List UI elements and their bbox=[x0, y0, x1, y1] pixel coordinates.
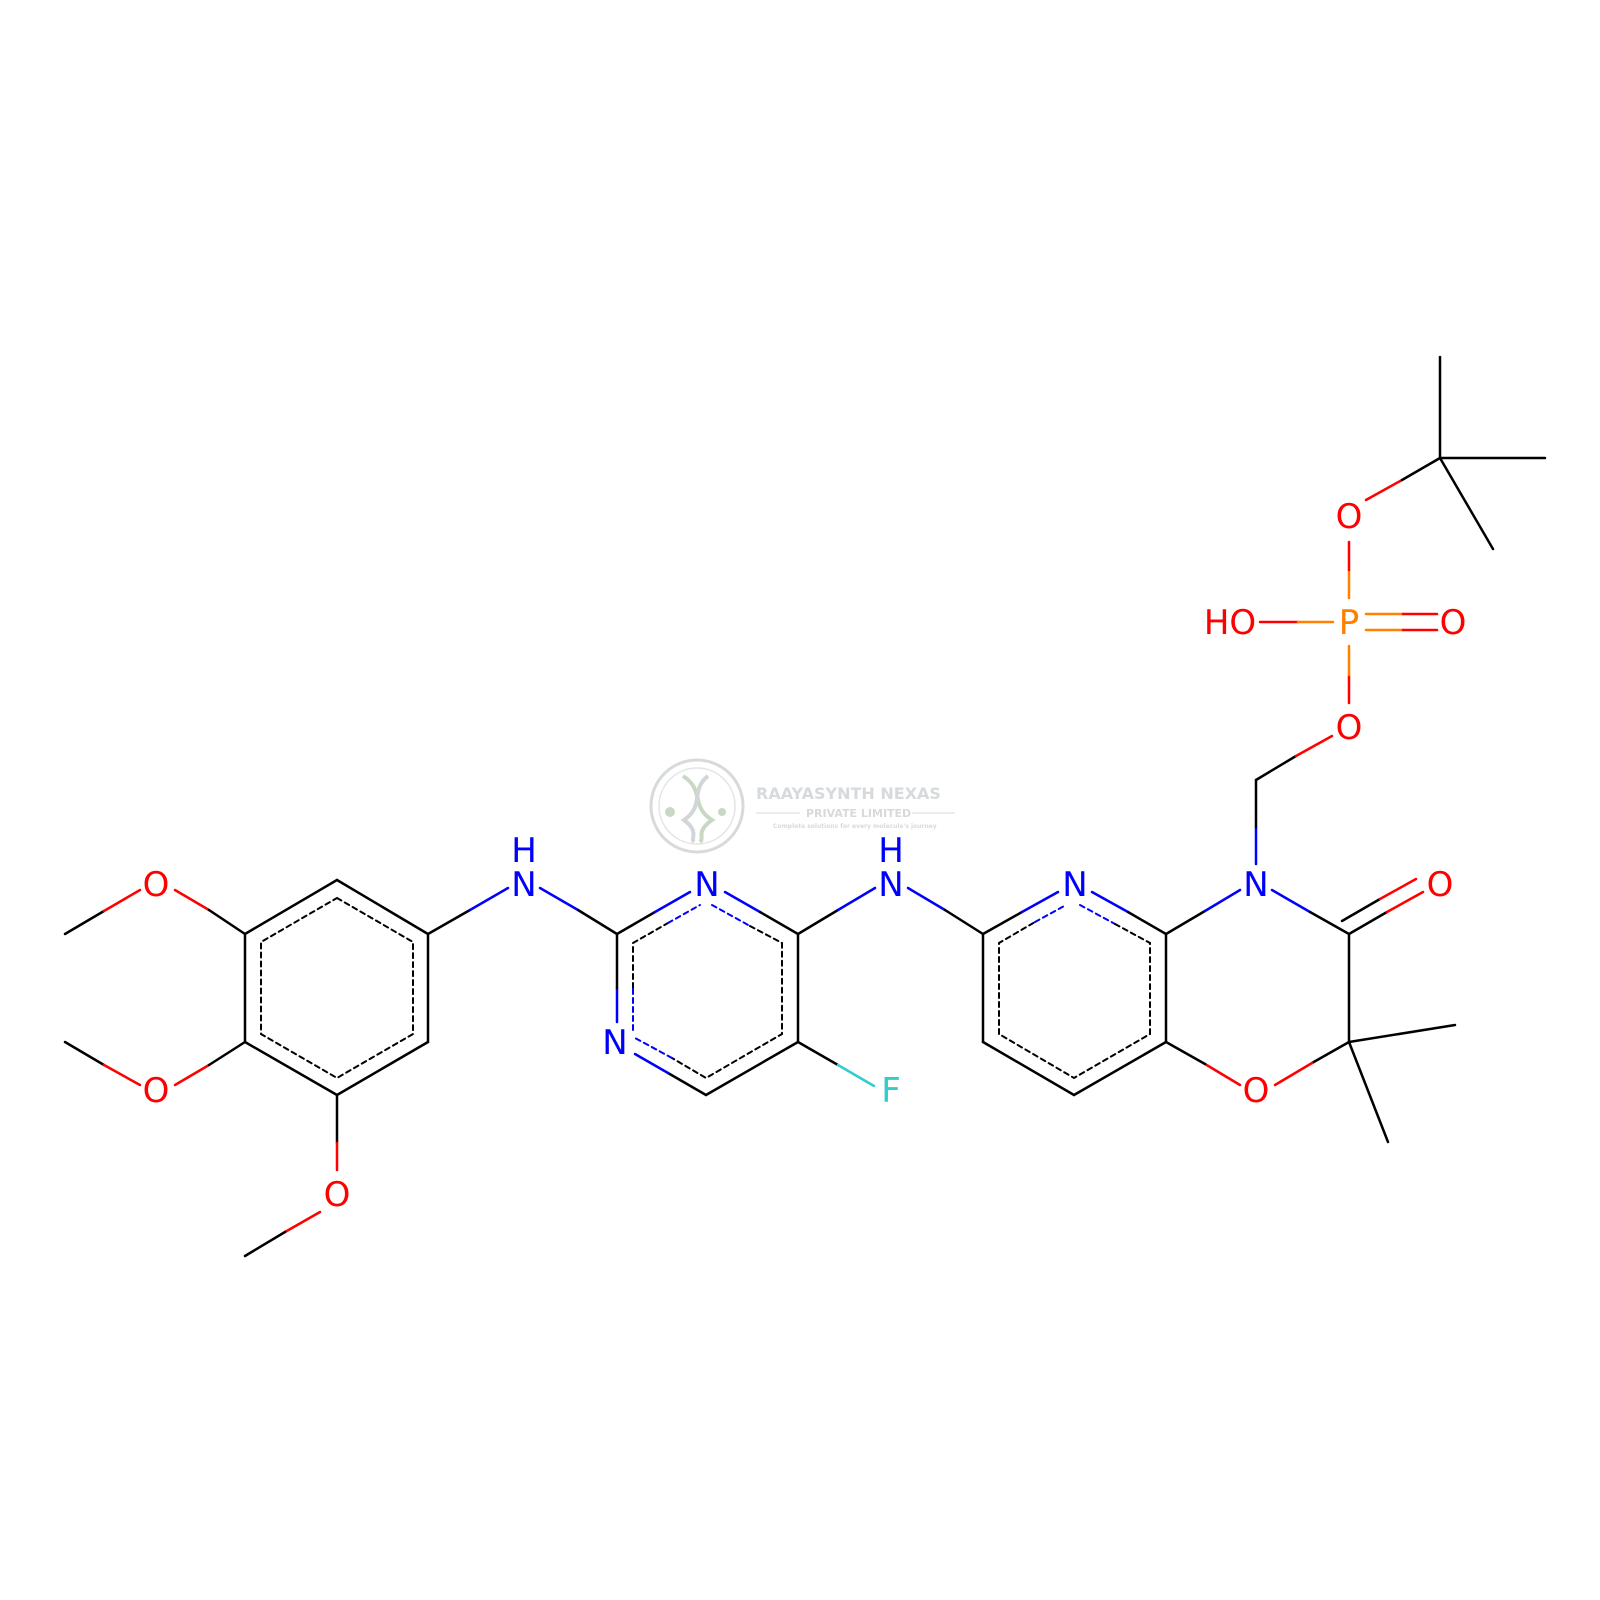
pyr-C2-N3 bbox=[615, 910, 657, 936]
pyd-aromatic-inner-a bbox=[998, 921, 1036, 1035]
bond-fused-N-blue bbox=[1203, 888, 1242, 913]
pyr-N3-C4-black bbox=[758, 910, 800, 936]
bond-NH-left-pyrimidine-black bbox=[576, 908, 619, 936]
bond-O-mid-ring-black bbox=[207, 1040, 247, 1067]
pyr-aromatic-inner-c bbox=[671, 925, 783, 1080]
bond-O-mid-ring bbox=[173, 1063, 211, 1087]
atom-ring-N: N bbox=[1243, 865, 1268, 905]
benzene-aromatic-inner bbox=[260, 896, 414, 1080]
bond-ring-NH-left-blue bbox=[468, 886, 510, 912]
bond-methyl-O-mid bbox=[63, 1040, 106, 1067]
atom-NH-left-H: H bbox=[511, 831, 537, 871]
benzene-bond-6 bbox=[243, 878, 339, 936]
atom-labels: O O O H N N N H N F N N O O O P HO O O bbox=[143, 497, 1467, 1215]
bond-NH-left-pyrimidine bbox=[538, 886, 580, 912]
bond-methyl-O-top bbox=[63, 909, 106, 936]
atom-fluorine: F bbox=[881, 1071, 901, 1111]
atom-pyrimidine-N-top: N bbox=[694, 865, 719, 905]
bond-O-tBu bbox=[1400, 456, 1442, 482]
atom-tBu-O: O bbox=[1336, 497, 1363, 537]
bond-O-top-ring bbox=[173, 888, 211, 912]
bond-NH-mid-pyridine-black bbox=[943, 908, 985, 936]
pyr-C6-N1 bbox=[666, 1071, 708, 1097]
bond-CH2-O-red bbox=[1294, 734, 1334, 758]
benzene-bond-4 bbox=[243, 1040, 339, 1097]
bonds bbox=[63, 355, 1547, 1258]
bond-C4-NH-mid-blue bbox=[836, 886, 877, 912]
atom-phosphoryl-O: O bbox=[1440, 603, 1467, 643]
bond-methyl-O-mid-red bbox=[102, 1063, 142, 1087]
bond-tBu-methyl-down bbox=[1438, 456, 1495, 551]
bond-quatC-O bbox=[1310, 1040, 1351, 1065]
benzene-bond-3 bbox=[335, 1040, 430, 1097]
pyr-C6-N1-blue bbox=[633, 1052, 670, 1075]
bond-N-carbonylC-black bbox=[1308, 910, 1351, 936]
benzene-bond-1 bbox=[335, 878, 430, 936]
atom-carbonyl-O: O bbox=[1427, 865, 1454, 905]
pyd-aromatic-inner-b bbox=[998, 923, 1151, 1080]
atom-NH-mid-N: N bbox=[878, 865, 903, 905]
bond-methyl-O-top-red bbox=[102, 888, 142, 913]
bond-carbonyl-1 bbox=[1347, 910, 1389, 936]
bond-ring-NH-left bbox=[426, 908, 472, 936]
atom-NH-left-N: N bbox=[511, 865, 536, 905]
watermark: RAAYASYNTH NEXAS PRIVATE LIMITED Complet… bbox=[649, 758, 955, 854]
bond-carbonyl-1-red bbox=[1385, 890, 1425, 914]
atom-pyridine-N: N bbox=[1062, 865, 1087, 905]
pyr-aromatic-inner-a bbox=[632, 922, 669, 989]
pyd-C-N-blue bbox=[1020, 890, 1060, 914]
bond-fused-N bbox=[1164, 909, 1207, 936]
bond-carbonyl-2-red bbox=[1378, 877, 1418, 901]
bond-O-bottom-methyl bbox=[283, 1210, 322, 1234]
pyd-N-C bbox=[1090, 890, 1130, 914]
pyr-aromatic-inner-blue-a bbox=[667, 904, 701, 924]
watermark-title: RAAYASYNTH NEXAS bbox=[756, 784, 941, 803]
pyd-N-C-black bbox=[1126, 910, 1168, 936]
atom-O-methoxy-mid: O bbox=[143, 1071, 170, 1111]
pyr-aromatic-inner-blue-b bbox=[711, 904, 751, 927]
bond-CH2-O bbox=[1254, 754, 1298, 782]
pyr-C5-C6 bbox=[704, 1040, 800, 1097]
pyd-C-C-bottom bbox=[981, 1040, 1076, 1097]
watermark-tagline: Complete solutions for every molecule's … bbox=[773, 823, 937, 830]
bond-O-fused-red bbox=[1203, 1062, 1242, 1087]
pyd-aromatic-inner-blue-b bbox=[1079, 904, 1116, 925]
bond-quatC-O-red bbox=[1273, 1061, 1314, 1087]
atom-hydroxyl: HO bbox=[1204, 603, 1256, 643]
pyd-C-N bbox=[981, 910, 1024, 936]
bond-gem-methyl-1 bbox=[1347, 1023, 1457, 1044]
atom-CH2-O: O bbox=[1336, 708, 1363, 748]
bond-O-fused bbox=[1164, 1040, 1207, 1066]
watermark-subtitle: PRIVATE LIMITED bbox=[806, 807, 911, 820]
bond-N-carbonylC bbox=[1270, 888, 1312, 914]
bond-C5-F bbox=[796, 1040, 840, 1067]
pyd-C-C-low bbox=[1072, 1040, 1168, 1097]
bond-NH-mid-pyridine bbox=[906, 886, 947, 912]
bond-gem-methyl-2 bbox=[1347, 1040, 1390, 1144]
atom-pyrimidine-N-bottom: N bbox=[602, 1023, 627, 1063]
bond-C4-NH-mid bbox=[796, 908, 840, 936]
bond-O-bottom-methyl-black bbox=[243, 1230, 287, 1258]
atom-phosphorus: P bbox=[1339, 603, 1360, 643]
bond-C5-F-cyan bbox=[836, 1063, 876, 1088]
atom-O-methoxy-top: O bbox=[143, 865, 170, 905]
atom-ring-O: O bbox=[1243, 1071, 1270, 1111]
dna-helix-icon bbox=[649, 758, 745, 854]
pyr-C2-N3-blue bbox=[653, 890, 692, 914]
bond-O-top-ring-black bbox=[207, 908, 247, 936]
pyd-aromatic-inner-blue-a bbox=[1034, 904, 1067, 923]
bond-O-tBu-red bbox=[1364, 478, 1404, 502]
pyr-N3-C4 bbox=[723, 890, 762, 914]
bond-carbonyl-2 bbox=[1340, 897, 1382, 923]
atom-O-methoxy-bottom: O bbox=[324, 1175, 351, 1215]
atom-NH-mid-H: H bbox=[878, 831, 904, 871]
pyr-aromatic-inner-blue-c bbox=[634, 1037, 673, 1059]
